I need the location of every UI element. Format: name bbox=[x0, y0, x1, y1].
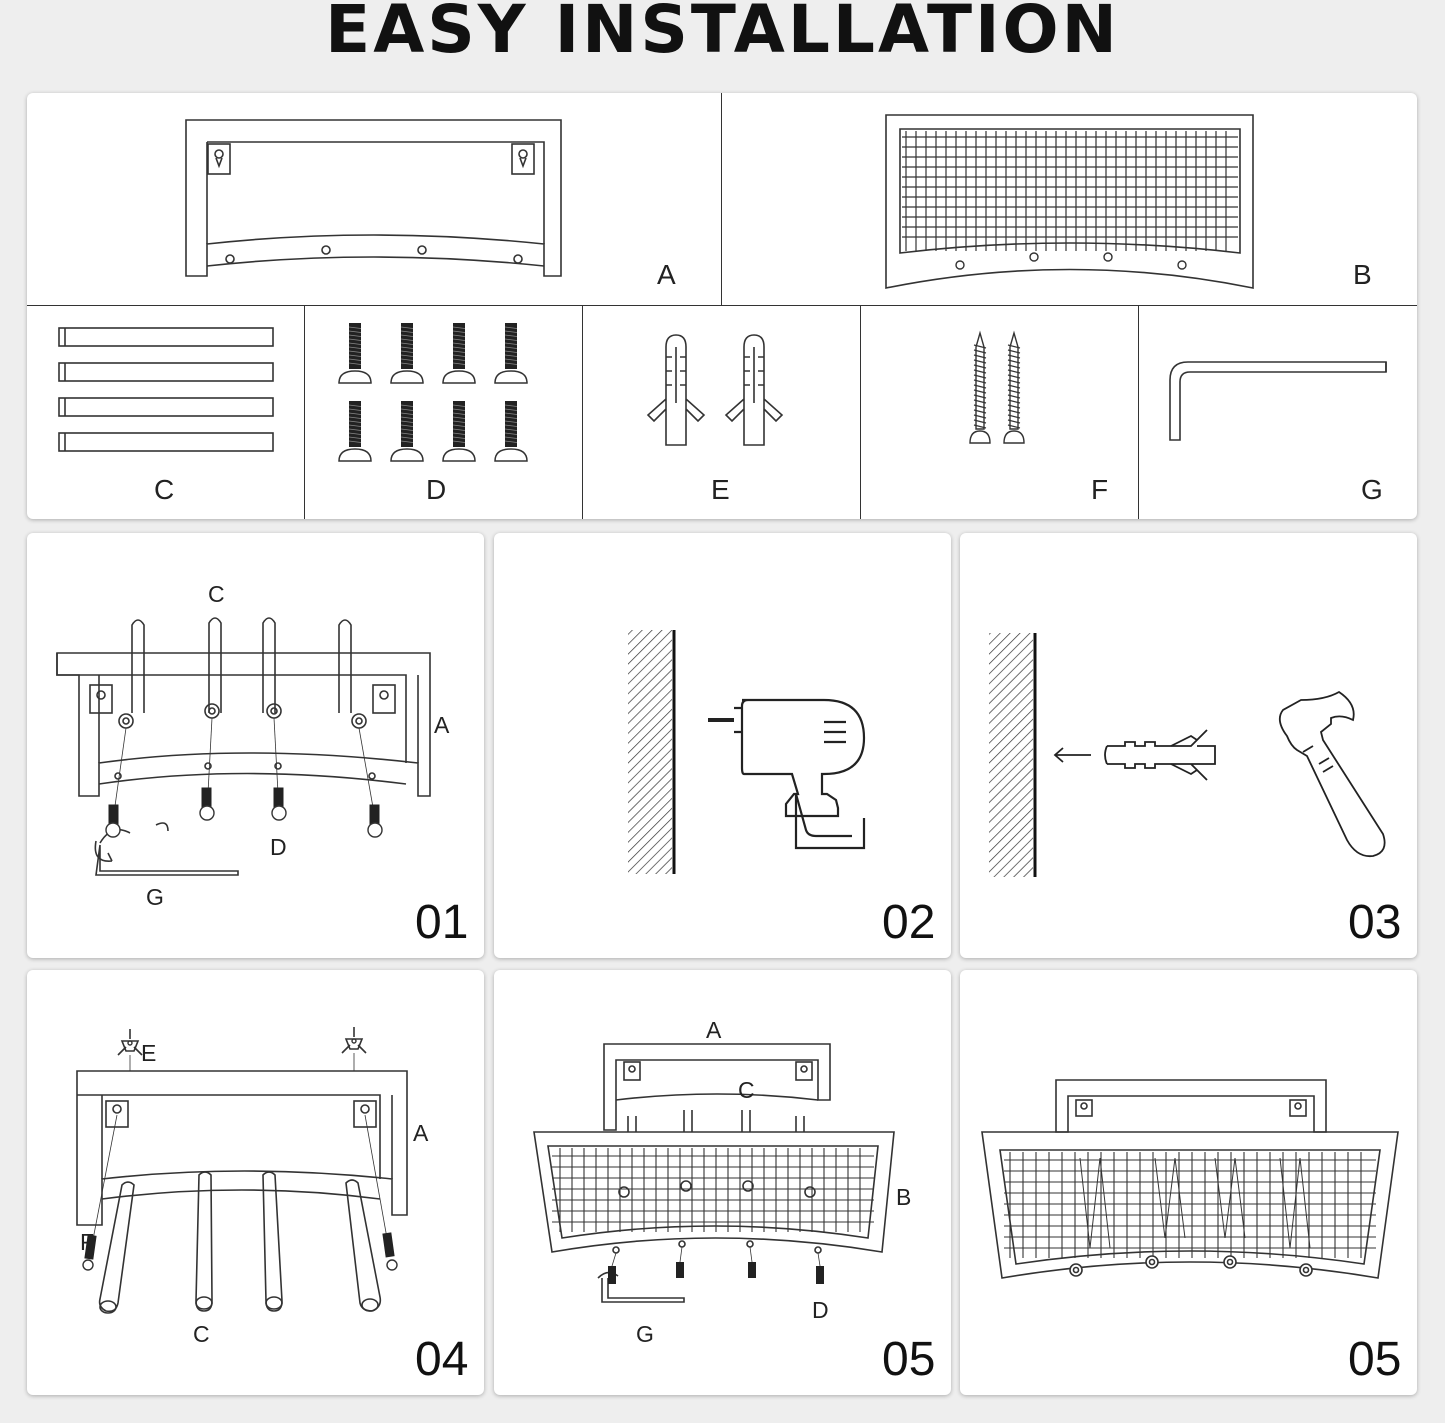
part-g-hex-key-drawing bbox=[1169, 361, 1387, 441]
parts-col-divider bbox=[1138, 305, 1139, 519]
step-card-05-assembly: A C B D G 05 bbox=[494, 970, 951, 1395]
page-title: EASY INSTALLATION bbox=[325, 0, 1120, 68]
step-05-label-a: A bbox=[706, 1017, 722, 1043]
part-d-bolts-drawing bbox=[338, 323, 528, 462]
step-04-label-e: E bbox=[141, 1040, 157, 1066]
step-04-label-f: F bbox=[80, 1229, 95, 1255]
step-number-05-finished: 05 bbox=[1348, 1333, 1402, 1386]
step-05-label-g: G bbox=[636, 1321, 654, 1347]
step-05-label-c: C bbox=[738, 1077, 755, 1103]
parts-col-divider bbox=[860, 305, 861, 519]
step-05-finished-drawing bbox=[981, 1079, 1399, 1279]
part-b-mesh-drawing bbox=[885, 114, 1254, 289]
step-card-01: C A D G 01 bbox=[27, 533, 484, 958]
step-05-label-b: B bbox=[896, 1184, 912, 1210]
parts-row-divider bbox=[27, 305, 1417, 306]
step-card-02: 02 bbox=[494, 533, 951, 958]
part-label-e: E bbox=[711, 474, 730, 505]
step-04-label-c: C bbox=[193, 1321, 210, 1347]
step-04-drawing bbox=[76, 1027, 408, 1314]
part-label-b: B bbox=[1353, 259, 1372, 290]
part-e-anchors-drawing bbox=[646, 334, 784, 446]
step-number-05: 05 bbox=[882, 1333, 936, 1386]
step-04-label-a: A bbox=[413, 1120, 429, 1146]
parts-col-divider bbox=[582, 305, 583, 519]
part-label-a: A bbox=[657, 259, 676, 290]
parts-col-divider bbox=[721, 93, 722, 305]
step-01-label-g: G bbox=[146, 884, 164, 910]
part-label-f: F bbox=[1091, 474, 1109, 505]
step-card-05-finished: 05 bbox=[960, 970, 1417, 1395]
step-01-label-a: A bbox=[434, 712, 450, 738]
step-number-03: 03 bbox=[1348, 896, 1402, 949]
step-01-drawing bbox=[56, 617, 431, 876]
step-card-04: E A F C 04 bbox=[27, 970, 484, 1395]
part-a-frame-drawing bbox=[185, 119, 562, 277]
step-number-04: 04 bbox=[415, 1333, 469, 1386]
step-01-label-d: D bbox=[270, 834, 287, 860]
part-f-screws-drawing bbox=[969, 330, 1025, 444]
parts-col-divider bbox=[304, 305, 305, 519]
step-03-drawing bbox=[989, 633, 1386, 877]
part-c-rods-drawing bbox=[58, 327, 274, 452]
part-label-d: D bbox=[426, 474, 447, 505]
step-05-label-d: D bbox=[812, 1297, 829, 1323]
step-number-01: 01 bbox=[415, 896, 469, 949]
step-02-drawing bbox=[628, 630, 866, 874]
step-01-label-c: C bbox=[208, 581, 225, 607]
step-number-02: 02 bbox=[882, 896, 936, 949]
part-label-g: G bbox=[1361, 474, 1383, 505]
step-card-03: 03 bbox=[960, 533, 1417, 958]
parts-panel: A B C D E F bbox=[27, 93, 1417, 519]
step-05-assembly-drawing bbox=[533, 1043, 895, 1303]
part-label-c: C bbox=[154, 474, 175, 505]
